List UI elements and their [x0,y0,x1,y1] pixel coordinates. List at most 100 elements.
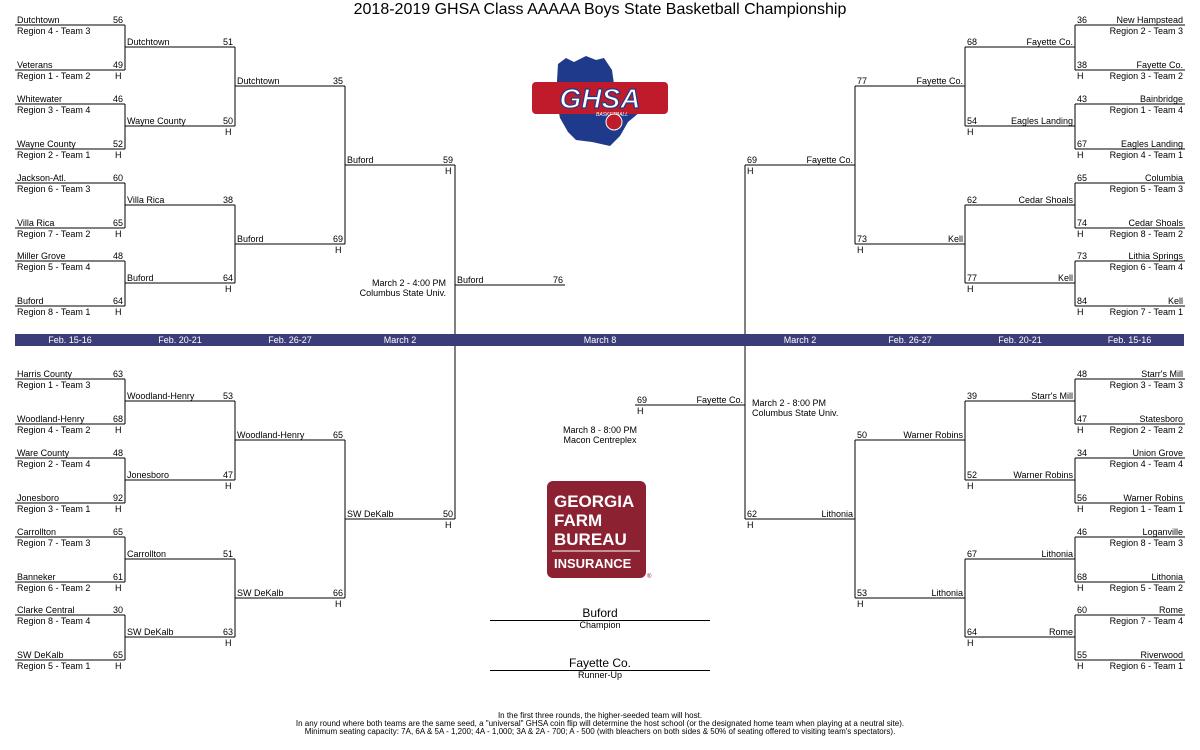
home-marker: H [637,406,644,416]
footer-line-2: In any round where both teams are the sa… [295,719,905,728]
home-marker: H [115,661,122,671]
team-name: Woodland-Henry [17,414,85,424]
team-score: 59 [442,155,453,165]
team-region: Region 6 - Team 4 [1109,262,1183,272]
team-region: Region 1 - Team 3 [17,380,91,390]
home-marker: H [225,127,232,137]
home-marker: H [967,481,974,491]
team-name: Bainbridge [1139,94,1183,104]
home-marker: H [115,504,122,514]
team-score: 34 [1077,448,1088,458]
team-name: Ware County [17,448,70,458]
team-score: 56 [1077,493,1088,503]
team-name: SW DeKalb [347,509,394,519]
home-marker: H [747,166,754,176]
home-marker: H [225,481,232,491]
footer-line-3: Minimum seating capacity: 7A, 6A & 5A - … [304,727,896,736]
team-score: 38 [222,195,233,205]
team-score: 52 [967,470,978,480]
team-name: Kell [1057,273,1073,283]
date-label-6: March 2 [783,335,817,345]
team-name: Dutchtown [237,76,280,86]
logo-text: GHSA [560,83,641,114]
team-name: Statesboro [1139,414,1183,424]
date-band [15,334,1184,346]
team-score: 61 [112,572,123,582]
left-semi-date: March 2 - 4:00 PM [371,278,446,288]
team-name: Woodland-Henry [237,430,305,440]
team-name: Villa Rica [17,218,55,228]
team-score: 63 [222,627,233,637]
home-marker: H [115,229,122,239]
team-name: Jackson-Atl. [17,173,67,183]
home-marker: H [115,71,122,81]
team-score: 52 [112,139,123,149]
team-name: Fayette Co. [916,76,963,86]
team-region: Region 1 - Team 2 [17,71,91,81]
team-name: Fayette Co. [1136,60,1183,70]
team-name: Eagles Landing [1120,139,1183,149]
team-name: Cedar Shoals [1018,195,1073,205]
date-label-4: March 2 [383,335,417,345]
team-region: Region 7 - Team 3 [17,538,91,548]
team-name: New Hampstead [1116,15,1183,25]
team-name: Lithonia [1151,572,1183,582]
team-name: Warner Robins [1013,470,1073,480]
home-marker: H [857,245,864,255]
sponsor-box [547,481,646,578]
team-score: 67 [967,549,978,559]
left-semi-venue: Columbus State Univ. [359,288,446,298]
team-name: Eagles Landing [1010,116,1073,126]
team-score: 64 [222,273,233,283]
team-region: Region 5 - Team 2 [1109,583,1183,593]
team-name: Columbia [1144,173,1183,183]
team-score: 48 [112,448,123,458]
team-region: Region 2 - Team 4 [17,459,91,469]
home-marker: H [335,599,342,609]
home-marker: H [335,245,342,255]
right-semi-date: March 2 - 8:00 PM [752,398,827,408]
team-score: 68 [967,37,978,47]
team-score: 65 [112,218,123,228]
team-name: Lithonia [821,509,853,519]
team-region: Region 2 - Team 3 [1109,26,1183,36]
team-score: 62 [747,509,758,519]
team-name: Warner Robins [1123,493,1183,503]
team-score: 77 [857,76,868,86]
home-marker: H [115,150,122,160]
home-marker: H [1077,150,1084,160]
team-score: 47 [1077,414,1088,424]
runner-up-line [490,670,710,671]
team-name: Carrollton [17,527,57,537]
home-marker: H [445,166,452,176]
team-score: 55 [1077,650,1088,660]
team-score: 56 [112,15,123,25]
team-score: 60 [112,173,123,183]
date-label-7: Feb. 26-27 [888,335,932,345]
team-name: Loganville [1142,527,1183,537]
team-name: Lithia Springs [1128,251,1183,261]
team-name: SW DeKalb [127,627,174,637]
final-date: March 8 - 8:00 PM [562,425,638,435]
team-score: 65 [1077,173,1088,183]
team-score: 67 [1077,139,1088,149]
team-name: Whitewater [17,94,63,104]
team-score: 49 [112,60,123,70]
champion-line [490,620,710,621]
home-marker: H [225,638,232,648]
team-region: Region 8 - Team 4 [17,616,91,626]
team-region: Region 7 - Team 1 [1109,307,1183,317]
team-region: Region 4 - Team 3 [17,26,91,36]
date-label-8: Feb. 20-21 [998,335,1042,345]
runner-up-label: Runner-Up [577,670,623,680]
date-label-5: March 8 [583,335,617,345]
home-marker: H [225,284,232,294]
home-marker: H [857,599,864,609]
runner-up-team: Fayette Co. [568,656,632,670]
team-name: Lithonia [931,588,963,598]
team-name: SW DeKalb [237,588,284,598]
date-label-3: Feb. 26-27 [268,335,312,345]
team-name: Kell [1167,296,1183,306]
team-score: 51 [222,549,233,559]
